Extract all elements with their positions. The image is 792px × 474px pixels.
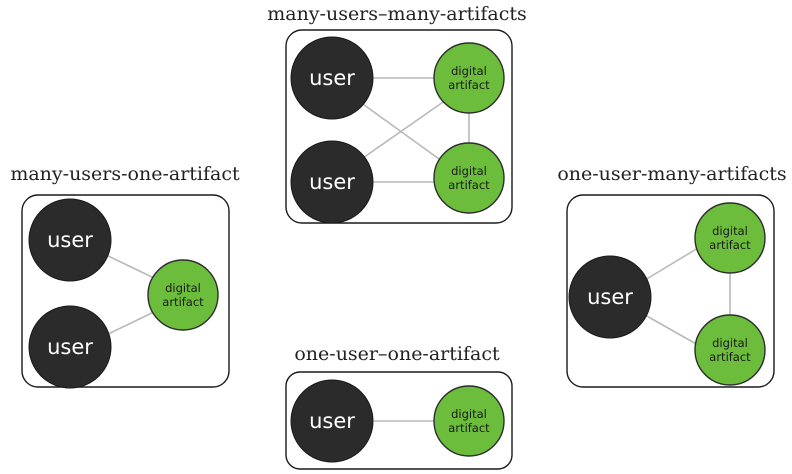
user-circle (290, 36, 374, 120)
artifact-label-line1: digital (712, 336, 748, 350)
artifact-circle (433, 385, 505, 457)
artifact-node: digital artifact (147, 259, 219, 331)
user-node: user (290, 36, 374, 120)
edge (359, 101, 447, 165)
edge (359, 99, 447, 161)
artifact-label-line2: artifact (709, 350, 751, 364)
artifact-label-line2: artifact (709, 238, 751, 252)
user-node: user (28, 305, 112, 389)
artifact-label-line1: digital (165, 281, 201, 295)
artifact-label-line1: digital (451, 407, 487, 421)
user-label: user (587, 285, 633, 309)
user-circle (28, 305, 112, 389)
group-one-user-many-artifacts: one-user-many-artifacts user digital art… (557, 163, 787, 388)
artifact-circle (694, 202, 766, 274)
artifact-node: digital artifact (694, 314, 766, 386)
user-circle (568, 255, 652, 339)
user-node: user (290, 379, 374, 463)
artifact-label-line2: artifact (162, 295, 204, 309)
user-circle (290, 379, 374, 463)
edge (644, 314, 699, 346)
group-many-users-one-artifact: many-users-one-artifact user user digita… (10, 163, 240, 389)
artifact-circle (694, 314, 766, 386)
edge (105, 311, 155, 336)
user-label: user (47, 228, 93, 252)
group-title-one-user-one-artifact: one-user–one-artifact (294, 343, 500, 365)
artifact-label-line1: digital (451, 64, 487, 78)
user-node: user (28, 198, 112, 282)
user-node: user (290, 140, 374, 224)
group-title-many-users-one-artifact: many-users-one-artifact (10, 163, 240, 185)
group-one-user-one-artifact: one-user–one-artifact user digital artif… (285, 343, 513, 470)
artifact-label-line1: digital (712, 224, 748, 238)
artifact-node: digital artifact (433, 42, 505, 114)
user-label: user (309, 66, 355, 90)
artifact-circle (147, 259, 219, 331)
user-node: user (568, 255, 652, 339)
user-circle (28, 198, 112, 282)
user-label: user (47, 335, 93, 359)
user-circle (290, 140, 374, 224)
artifact-node: digital artifact (694, 202, 766, 274)
edge (644, 247, 699, 281)
artifact-node: digital artifact (433, 142, 505, 214)
group-many-users-many-artifacts: many-users–many-artifacts user user digi… (267, 3, 527, 224)
edge (105, 254, 155, 279)
group-title-one-user-many-artifacts: one-user-many-artifacts (557, 163, 786, 185)
artifact-circle (433, 42, 505, 114)
artifact-circle (433, 142, 505, 214)
artifact-node: digital artifact (433, 385, 505, 457)
artifact-label-line2: artifact (448, 421, 490, 435)
artifact-label-line2: artifact (448, 178, 490, 192)
user-label: user (309, 170, 355, 194)
group-title-many-users-many-artifacts: many-users–many-artifacts (267, 3, 527, 25)
artifact-label-line2: artifact (448, 78, 490, 92)
artifact-label-line1: digital (451, 164, 487, 178)
user-label: user (309, 409, 355, 433)
